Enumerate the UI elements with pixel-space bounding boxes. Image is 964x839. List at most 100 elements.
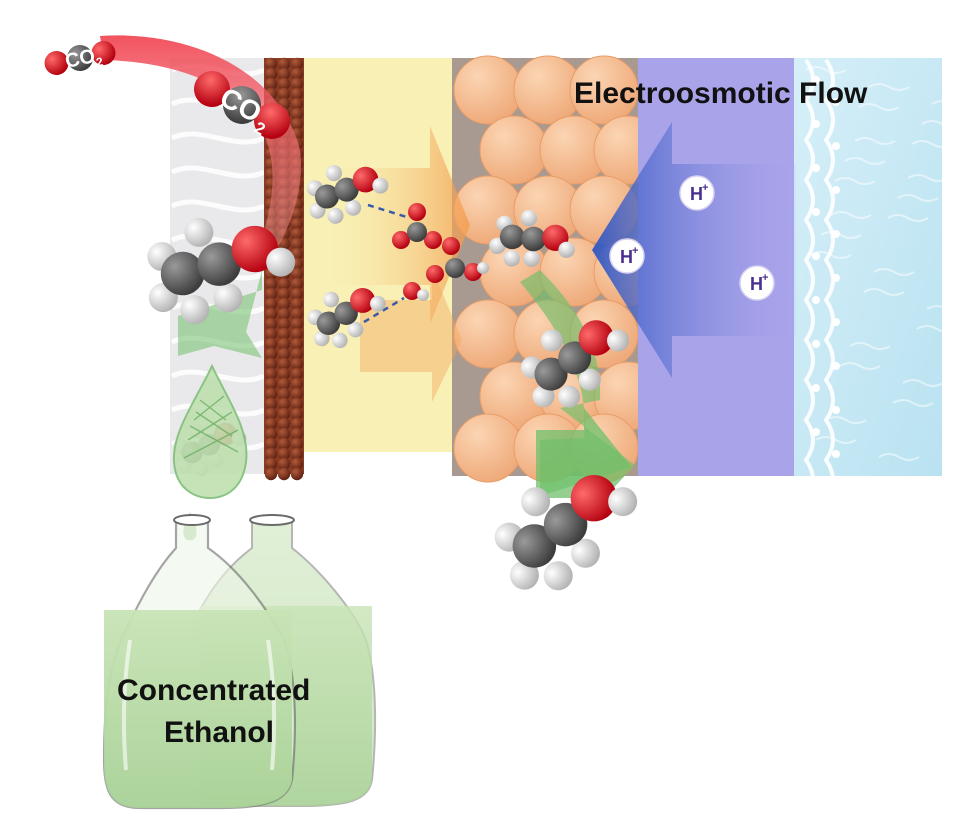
catalyst-bead [290,117,304,131]
catalyst-bead [264,457,278,471]
catalyst-bead [264,307,278,321]
catalyst-bead [290,307,304,321]
anode-mesh-node [812,120,820,128]
catalyst-bead [264,447,278,461]
catalyst-bead [264,337,278,351]
catalyst-bead [264,367,278,381]
proton-ion-symbol: H [690,184,703,204]
anode-mesh-node [832,274,840,282]
particle-sphere [479,115,549,185]
catalyst-bead [290,107,304,121]
proton-ion-symbol: H [620,247,633,267]
catalyst-bead [277,307,291,321]
catalyst-bead [264,377,278,391]
gdl-fiber [170,165,266,179]
anode-ripple [887,214,929,222]
carbonate-molecule [392,203,442,249]
anode-ripple [815,436,857,444]
catalyst-bead [290,67,304,81]
anode-ripple [863,288,905,296]
catalyst-bead [290,57,304,71]
ethanol-down-arrow [178,270,262,358]
catalyst-bead [264,437,278,451]
anode-ripple [854,137,896,145]
anode-mesh-node [832,406,840,414]
anode-ripple [820,231,862,239]
proton-ion-charge: + [762,272,768,284]
catalyst-bead [290,267,304,281]
catalyst-bead [290,387,304,401]
catalyst-bead [290,77,304,91]
catalyst-bead [264,407,278,421]
anode-ripple [844,157,886,165]
anode-ripple [892,399,934,407]
co2-small-subscript: 2 [95,54,105,69]
catalyst-bead [290,407,304,421]
catalyst-bead [290,377,304,391]
catalyst-bead [290,427,304,441]
anode-mesh-node [812,428,820,436]
product-label-line1: Concentrated [117,674,310,707]
proton-ion-charge: + [632,245,638,257]
anode-ripple [911,140,953,148]
anode-mesh-node [812,296,820,304]
catalyst-bead [264,387,278,401]
anode-mesh-node [812,252,820,260]
anode-ripple [926,305,964,313]
ethanol-molecule [306,165,389,224]
bicarbonate-molecule [426,237,489,283]
catalyst-bead [264,417,278,431]
anode-ripple [916,325,958,333]
anode-mesh-node [832,230,840,238]
ethanol-droplet [172,363,248,500]
catalyst-bead [290,447,304,461]
anode-mesh-node [812,208,820,216]
catalyst-bead [290,417,304,431]
catalyst-bead [277,67,291,81]
hydroxide-ion [403,282,429,301]
catalyst-bead [290,237,304,251]
catalyst-bead [264,57,278,71]
anode-ripple [873,268,915,276]
electroosmotic-flow-arrow [592,122,796,378]
catalyst-bead [277,87,291,101]
catalyst-bead [277,287,291,301]
ethanol-molecule [489,209,575,267]
catalyst-bead [277,467,291,481]
anode-ripple [834,177,876,185]
ethanol-molecule [494,475,638,591]
catalyst-bead [277,407,291,421]
catalyst-bead [290,317,304,331]
catalyst-bead [277,387,291,401]
proton-ion: H + [609,238,645,274]
catalyst-bead [264,357,278,371]
catalyst-bead [277,277,291,291]
ethanol-molecule [307,287,386,349]
anode-ripple [902,379,944,387]
catalyst-bead [264,287,278,301]
catalyst-bead [264,77,278,91]
ethanol-molecule [520,320,630,408]
hydrogen-bonds [363,203,411,324]
gdl-fiber [170,199,266,213]
flow-title: Electroosmotic Flow [574,77,868,110]
anode-ripple [907,174,949,182]
catalyst-bead [290,457,304,471]
anode-ripple [830,211,872,219]
catalyst-bead [277,437,291,451]
anode-mesh-node [832,362,840,370]
catalyst-bead [264,467,278,481]
catalyst-bead [290,97,304,111]
catalyst-bead [277,457,291,471]
catalyst-bead [277,347,291,361]
catalyst-bead [264,397,278,411]
anode-ripple [897,194,939,202]
catalyst-bead [277,327,291,341]
anode-mesh-node [812,384,820,392]
anode-ripple [878,453,920,461]
catalyst-bead [277,57,291,71]
anode-mesh-node [832,318,840,326]
proton-ion: H + [679,175,715,211]
proton-ion: H + [739,265,775,301]
electrolyte-flow-arrow-lower [360,268,462,402]
